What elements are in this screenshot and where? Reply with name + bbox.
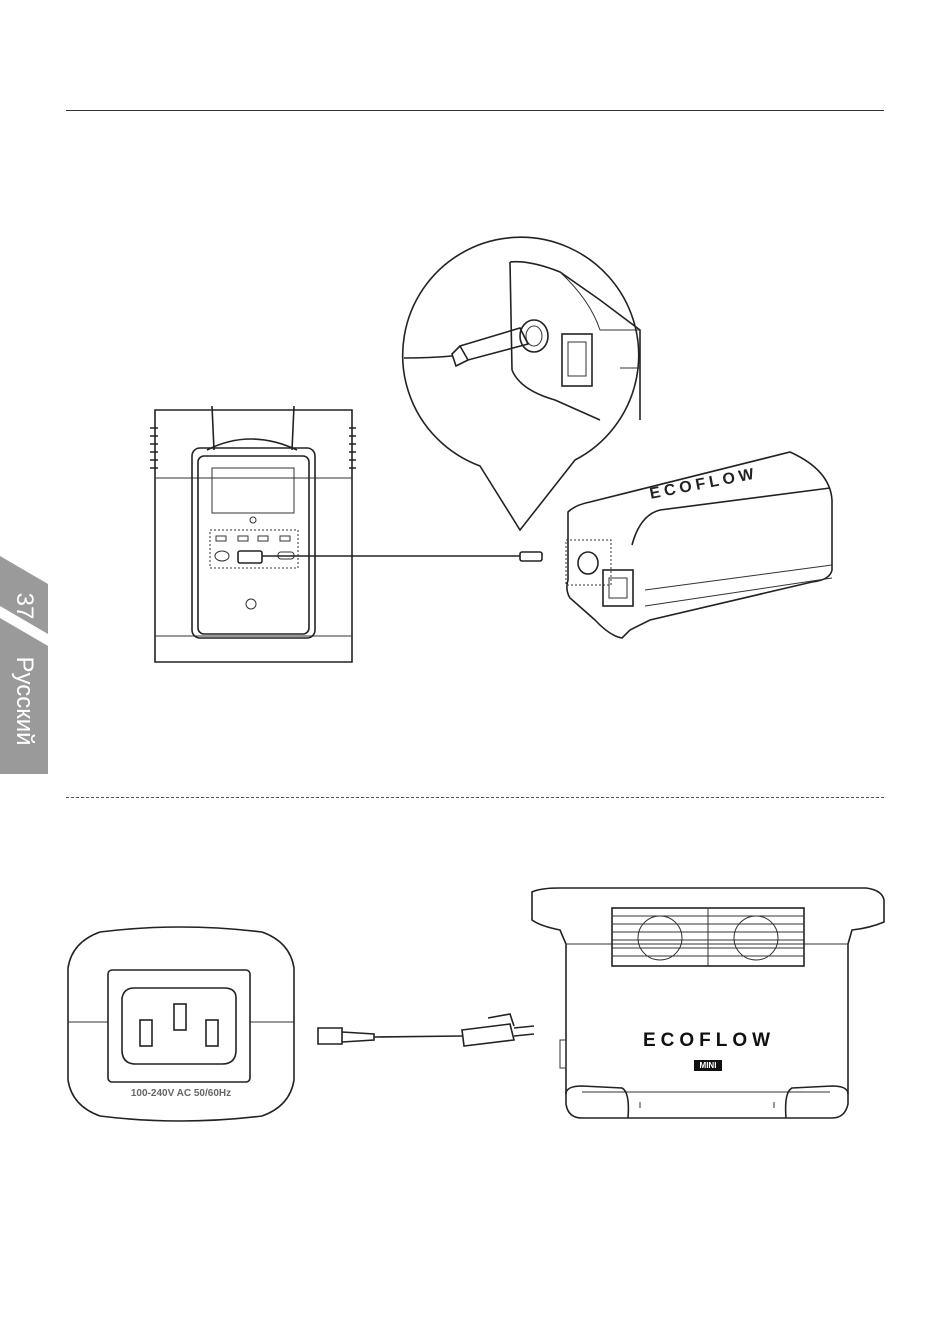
delta-mini-unit: [532, 888, 884, 1118]
brand-logo-delta-mini: ECOFLOW: [636, 1030, 782, 1052]
ac-power-cord: [318, 1014, 534, 1046]
model-badge: MINI: [694, 1060, 722, 1071]
ac-rating-label: 100-240V AC 50/60Hz: [112, 1088, 250, 1099]
